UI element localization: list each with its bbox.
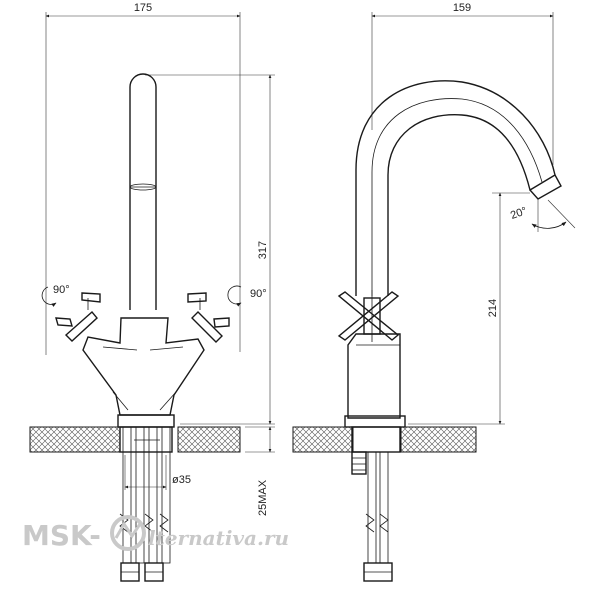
angle-arc-20 bbox=[531, 221, 567, 229]
watermark: MSK- lternativa.ru bbox=[22, 515, 289, 552]
watermark-logo-icon bbox=[110, 515, 146, 551]
watermark-suffix: lternativa.ru bbox=[148, 526, 289, 550]
front-pipes bbox=[119, 426, 173, 582]
dim-214-label: 214 bbox=[487, 299, 499, 317]
side-spout bbox=[355, 80, 556, 296]
front-view: 175 317 90° bbox=[29, 2, 275, 582]
dim-25max-label: 25MAX bbox=[257, 479, 269, 516]
dim-175-label: 175 bbox=[134, 2, 152, 14]
side-countertop bbox=[292, 426, 354, 453]
side-view: 159 214 20° bbox=[292, 2, 576, 582]
front-handle-right bbox=[187, 292, 230, 343]
side-pipes bbox=[351, 426, 401, 582]
side-countertop-right bbox=[400, 426, 477, 453]
front-body bbox=[82, 317, 205, 416]
front-handle-left bbox=[55, 292, 101, 342]
dim-d35-label: ø35 bbox=[172, 474, 191, 486]
rotation-left-label: 90° bbox=[53, 284, 70, 296]
rotation-right-label: 90° bbox=[250, 288, 267, 300]
rotation-arrow-right bbox=[227, 285, 242, 307]
front-countertop bbox=[29, 426, 121, 453]
front-base-plate bbox=[117, 414, 175, 428]
front-spout bbox=[129, 73, 157, 310]
dim-317-label: 317 bbox=[257, 241, 269, 259]
angle-20-label: 20° bbox=[509, 205, 529, 222]
side-body bbox=[347, 333, 401, 419]
watermark-prefix: MSK- bbox=[22, 519, 101, 552]
rotation-arrow-left bbox=[41, 286, 57, 307]
front-countertop-right bbox=[177, 426, 241, 453]
dim-159-label: 159 bbox=[453, 2, 471, 14]
